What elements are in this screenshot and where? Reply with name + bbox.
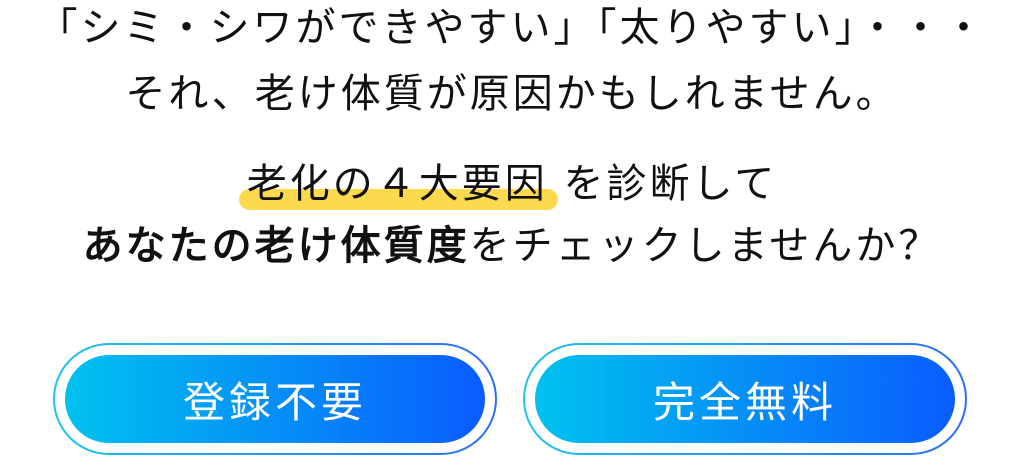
subheadline-line-2: あなたの老け体質度をチェックしませんか？: [0, 222, 1024, 270]
headline-line-2: それ、老け体質が原因かもしれません。: [125, 71, 899, 117]
completely-free-button[interactable]: 完全無料: [523, 343, 967, 455]
no-registration-button-fill[interactable]: 登録不要: [65, 355, 485, 443]
completely-free-button-fill[interactable]: 完全無料: [535, 355, 955, 443]
headline-line-1: 「シミ・シワができやすい」「太りやすい」・・・: [37, 5, 987, 51]
subheadline-line-2-rest: をチェックしませんか？: [469, 223, 942, 269]
no-registration-button[interactable]: 登録不要: [53, 343, 497, 455]
no-registration-label: 登録不要: [182, 377, 367, 427]
completely-free-label: 完全無料: [652, 377, 837, 427]
subheadline-line-1-rest: を診断して: [563, 161, 778, 207]
subheadline-line-1: 老化の４大要因 を診断して: [0, 160, 1024, 210]
highlighted-text: 老化の４大要因: [238, 161, 558, 210]
bold-text: あなたの老け体質度: [82, 223, 470, 269]
